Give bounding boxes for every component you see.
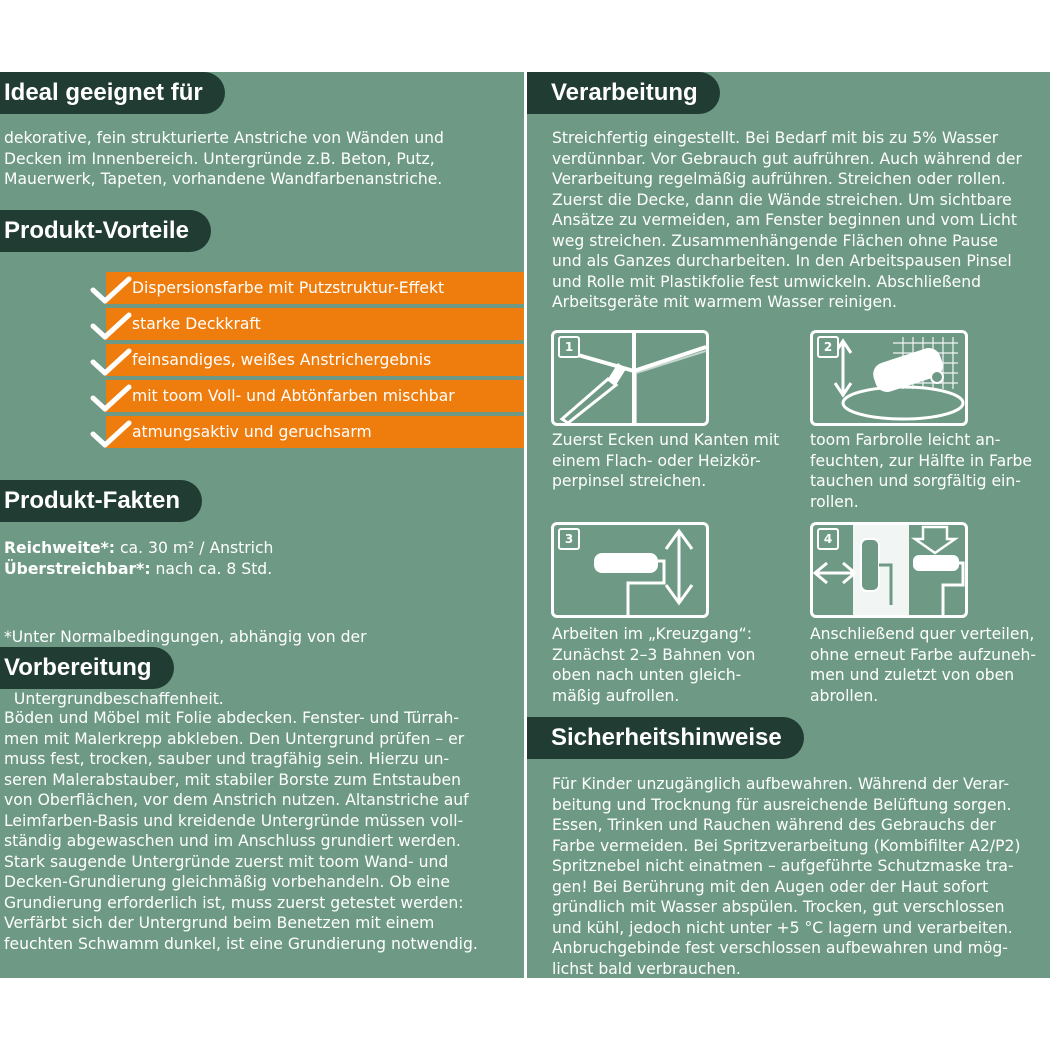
heading-fakten: Produkt-Fakten [0, 480, 203, 522]
caption-line: mäßig aufrollen. [552, 686, 680, 705]
vorbereitung-line: feuchten Schwamm dunkel, ist eine Grundi… [4, 934, 478, 953]
verarbeitung-line: Ansätze zu vermeiden, am Fenster beginne… [552, 211, 1018, 229]
caption-line: rollen. [810, 492, 859, 511]
verarbeitung-line: Zuerst die Decke, dann die Wände streich… [552, 190, 1012, 209]
ideal-line: Mauerwerk, Tapeten, vorhandene Wandfarbe… [4, 170, 443, 188]
vorbereitung-line: Stark saugende Untergründe zuerst mit to… [4, 852, 449, 871]
check-icon [90, 312, 132, 340]
brush-corner-icon [559, 333, 706, 423]
caption-line: perpinsel streichen. [552, 472, 707, 490]
roller-tray-icon [833, 337, 965, 421]
caption-line: Anschließend quer verteilen, [810, 625, 1035, 643]
sicherheit-line: gründlich mit Wasser abspülen. Trocken, … [552, 898, 1005, 916]
benefit-item: mit toom Voll- und Abtönfarben mischbar [106, 380, 524, 412]
fact-value: nach ca. 8 Std. [150, 560, 273, 578]
sicherheit-line: Für Kinder unzugänglich aufbewahren. Wäh… [552, 775, 1010, 793]
caption-line: toom Farbrolle leicht an- [810, 431, 1001, 449]
note-line: Untergrundbeschaffenheit. [4, 689, 224, 708]
ideal-line: dekorative, fein strukturierte Anstriche… [4, 129, 444, 147]
check-icon [90, 420, 132, 448]
sicherheit-line: Spritznebel nicht einatmen – aufgeführte… [552, 857, 1014, 875]
caption-line: Zunächst 2–3 Bahnen von [552, 645, 756, 664]
check-icon [90, 276, 132, 304]
heading-verarbeitung: Verarbeitung [527, 72, 720, 114]
vorbereitung-line: Verfärbt sich der Untergrund beim Benetz… [4, 914, 435, 932]
vorbereitung-line: Leimfarben-Basis und kreidende Untergrün… [4, 811, 464, 830]
vorbereitung-text: Böden und Möbel mit Folie abdecken. Fens… [4, 708, 478, 954]
step-number: 4 [817, 528, 839, 550]
sicherheit-line: gen! Bei Berührung mit den Augen oder de… [552, 877, 989, 896]
sicherheit-line: Farbe vermeiden. Bei Spritzverarbeitung … [552, 836, 1021, 855]
heading-ideal: Ideal geeignet für [0, 72, 225, 114]
heading-sicherheit: Sicherheitshinweise [527, 717, 804, 759]
fact-label: Reichweite*: [4, 539, 116, 557]
fact-reichweite: Reichweite*: ca. 30 m² / Anstrich [4, 538, 273, 559]
roller-horizontal-icon [813, 525, 965, 615]
sicherheit-line: Essen, Trinken und Rauchen während des G… [552, 816, 996, 834]
step-2-caption: toom Farbrolle leicht an- feuchten, zur … [810, 430, 1050, 512]
step-4-illustration: 4 [810, 522, 968, 618]
step-1-caption: Zuerst Ecken und Kanten mit einem Flach-… [552, 430, 802, 492]
vorbereitung-line: Böden und Möbel mit Folie abdecken. Fens… [4, 709, 460, 727]
verarbeitung-line: Arbeitsgeräte mit warmem Wasser reinigen… [552, 293, 897, 311]
sicherheit-line: und kühl, jedoch nicht unter +5 °C lager… [552, 918, 1013, 937]
step-3-caption: Arbeiten im „Kreuzgang“: Zunächst 2–3 Ba… [552, 624, 802, 706]
benefit-item: starke Deckkraft [106, 308, 524, 340]
step-number: 3 [558, 528, 580, 550]
vorbereitung-line: seren Malerabstauber, mit stabiler Borst… [4, 770, 461, 789]
column-divider [524, 72, 527, 978]
verarbeitung-line: Verarbeitung regelmäßig aufrühren. Strei… [552, 170, 1006, 188]
step-3-illustration: 3 [551, 522, 709, 618]
heading-vorbereitung: Vorbereitung [0, 647, 174, 689]
fact-note: *Unter Normalbedingungen, abhängig von d… [4, 586, 367, 730]
heading-vorteile: Produkt-Vorteile [0, 210, 211, 252]
benefit-item: atmungsaktiv und geruchsarm [106, 416, 524, 448]
verarbeitung-line: Streichfertig eingestellt. Bei Bedarf mi… [552, 129, 999, 147]
step-4-caption: Anschließend quer verteilen, ohne erneut… [810, 624, 1050, 706]
fact-ueberstreichbar: Überstreichbar*: nach ca. 8 Std. [4, 559, 272, 580]
step-number: 2 [817, 336, 839, 358]
verarbeitung-line: weg streichen. Zusammenhängende Flächen … [552, 231, 998, 250]
note-line: *Unter Normalbedingungen, abhängig von d… [4, 628, 367, 646]
check-icon [90, 348, 132, 376]
verarbeitung-line: und Rolle mit Plastikfolie fest umwickel… [552, 272, 982, 291]
vorbereitung-line: Grundierung erforderlich ist, muss zuers… [4, 893, 464, 912]
benefit-item: Dispersionsfarbe mit Putzstruktur-Effekt [106, 272, 524, 304]
caption-line: ohne erneut Farbe aufzuneh- [810, 645, 1036, 664]
vorbereitung-line: Decken-Grundierung gleichmäßig vorbehand… [4, 873, 450, 891]
roller-vertical-icon [594, 528, 694, 615]
verarbeitung-line: verdünnbar. Vor Gebrauch gut aufrühren. … [552, 149, 1022, 168]
verarbeitung-line: und als Ganzes durcharbeiten. In den Arb… [552, 252, 1012, 270]
fact-label: Überstreichbar*: [4, 560, 151, 578]
caption-line: einem Flach- oder Heizkör- [552, 451, 761, 470]
sicherheit-text: Für Kinder unzugänglich aufbewahren. Wäh… [552, 774, 1020, 979]
sicherheit-line: lichst bald verbrauchen. [552, 959, 741, 978]
vorbereitung-line: men mit Malerkrepp abkleben. Den Untergr… [4, 729, 465, 748]
step-2-illustration: 2 [810, 330, 968, 426]
caption-line: oben nach unten gleich- [552, 666, 742, 684]
fact-value: ca. 30 m² / Anstrich [115, 539, 274, 557]
caption-line: men und zuletzt von oben [810, 666, 1015, 684]
vorbereitung-line: von Oberflächen, vor dem Anstrich nutzen… [4, 791, 469, 809]
caption-line: abrollen. [810, 686, 879, 705]
caption-line: Zuerst Ecken und Kanten mit [552, 431, 780, 449]
vorbereitung-line: muss fest, trocken, sauber und tragfähig… [4, 750, 450, 768]
vorbereitung-line: ständig abgewaschen und im Anschluss gru… [4, 832, 461, 850]
caption-line: tauchen und sorgfältig ein- [810, 472, 1021, 490]
step-number: 1 [558, 336, 580, 358]
check-icon [90, 384, 132, 412]
benefit-item: feinsandiges, weißes Anstrichergebnis [106, 344, 524, 376]
sicherheit-line: beitung und Trocknung für ausreichende B… [552, 795, 1012, 814]
step-1-illustration: 1 [551, 330, 709, 426]
caption-line: Arbeiten im „Kreuzgang“: [552, 625, 752, 643]
ideal-line: Decken im Innenbereich. Untergründe z.B.… [4, 149, 435, 168]
caption-line: feuchten, zur Hälfte in Farbe [810, 451, 1033, 470]
sicherheit-line: Anbruchgebinde fest verschlossen aufbewa… [552, 939, 1008, 957]
ideal-text: dekorative, fein strukturierte Anstriche… [4, 128, 444, 190]
verarbeitung-text: Streichfertig eingestellt. Bei Bedarf mi… [552, 128, 1022, 313]
